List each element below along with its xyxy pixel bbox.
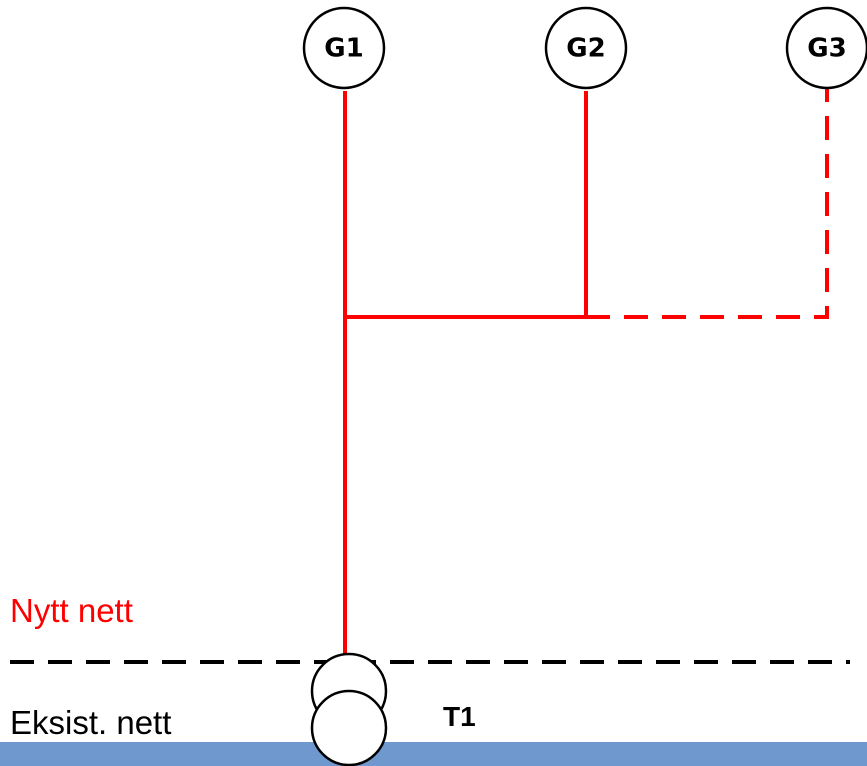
bottom-band — [0, 742, 867, 766]
new-grid-label: Nytt nett — [10, 592, 133, 629]
generator-icon — [302, 6, 386, 90]
generator-label: G3 — [807, 34, 846, 64]
transformer-winding-lower — [310, 689, 388, 766]
existing-grid-label: Eksist. nett — [10, 704, 172, 741]
generator-label: G1 — [324, 34, 363, 64]
transformer-label: T1 — [443, 701, 476, 732]
g3-planned-feeder-line — [586, 87, 829, 319]
generator-g2: G2 — [544, 6, 628, 90]
generator-icon — [544, 6, 628, 90]
transformer-icon — [310, 652, 388, 766]
generator-icon — [785, 6, 867, 90]
generator-g3: G3 — [785, 6, 867, 90]
generator-g1: G1 — [302, 6, 386, 90]
generator-label: G2 — [566, 34, 605, 64]
